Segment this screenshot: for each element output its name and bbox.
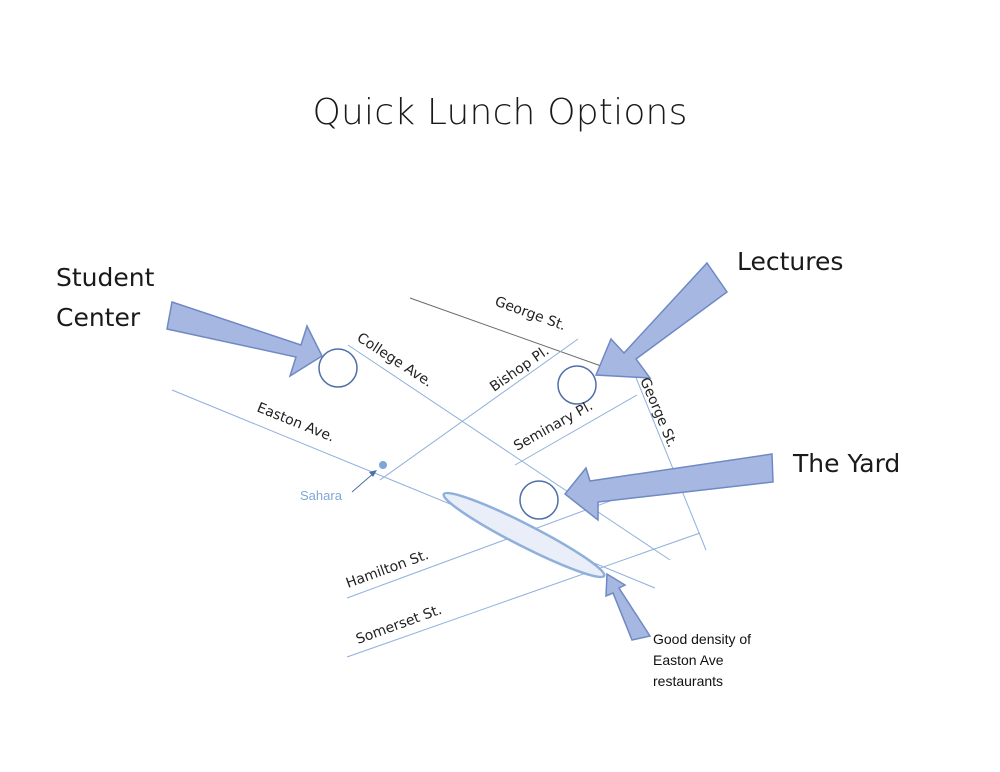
- the-yard-label-text: The Yard: [793, 449, 901, 478]
- road-college-ave: [347, 344, 671, 561]
- lectures-arrow-icon: [594, 261, 729, 379]
- street-label-college-ave: College Ave.: [354, 330, 436, 391]
- sahara-point-marker: [379, 461, 387, 469]
- lectures-marker: [557, 365, 597, 405]
- density-annotation-line2: Easton Ave: [653, 652, 724, 668]
- student-center-label-line1: Student: [56, 263, 155, 292]
- student-center-label: Student Center: [56, 258, 154, 338]
- road-george-st-top: [409, 297, 633, 378]
- the-yard-arrow-icon: [563, 453, 774, 522]
- street-label-easton-ave: Easton Ave.: [255, 400, 337, 446]
- density-annotation-line3: restaurants: [653, 673, 724, 689]
- student-center-arrow-icon: [166, 301, 323, 378]
- road-bishop-pl: [379, 338, 579, 481]
- student-center-label-line2: Center: [56, 303, 141, 332]
- lectures-label: Lectures: [737, 242, 843, 282]
- street-label-somerset-st: Somerset St.: [354, 602, 444, 648]
- student-center-marker: [318, 348, 358, 388]
- street-label-bishop-pl: Bishop Pl.: [487, 343, 552, 395]
- street-label-george-st-top: George St.: [493, 294, 568, 334]
- density-annotation: Good density of Easton Ave restaurants: [653, 629, 751, 692]
- road-seminary-pl: [514, 394, 638, 466]
- lectures-label-text: Lectures: [737, 247, 844, 276]
- the-yard-marker: [519, 480, 559, 520]
- road-somerset-st: [346, 532, 701, 658]
- the-yard-label: The Yard: [793, 444, 900, 484]
- sahara-label: Sahara: [300, 488, 343, 503]
- sahara-pointer-head: [369, 470, 377, 477]
- road-george-st-side: [627, 357, 707, 551]
- sahara-pointer: [351, 471, 376, 493]
- page-title: Quick Lunch Options: [312, 92, 688, 133]
- density-arrow-icon: [605, 572, 652, 641]
- street-label-george-st-side: George St.: [636, 375, 680, 450]
- easton-ave-highlight: [442, 491, 606, 579]
- street-label-hamilton-st: Hamilton St.: [344, 547, 431, 592]
- density-annotation-line1: Good density of: [653, 631, 752, 647]
